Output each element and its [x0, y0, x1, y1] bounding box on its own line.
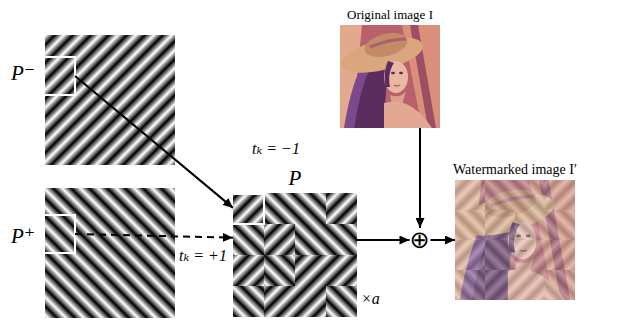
- image-label: P: [289, 166, 302, 191]
- image-label: Watermarked image I′: [453, 162, 577, 178]
- arrow-connector: [419, 128, 421, 228]
- arrow-connector: [75, 234, 233, 238]
- pattern-image: P: [233, 193, 357, 317]
- image-label: P⁺: [11, 224, 35, 249]
- edge-label: tₖ = +1: [177, 247, 229, 265]
- arrow-connector: [357, 239, 410, 241]
- image-label: Original image I: [347, 7, 433, 23]
- adder-symbol-text: ⊕: [410, 228, 430, 252]
- arrow-connector: [431, 239, 456, 241]
- edge-label: tₖ = −1: [250, 140, 302, 158]
- photo-image: Original image I: [340, 25, 440, 128]
- scale-factor: ×a: [361, 290, 380, 308]
- pattern-image: P⁻: [45, 35, 175, 165]
- adder-symbol: ⊕: [410, 228, 431, 252]
- image-label: P⁻: [11, 61, 35, 86]
- photo-image: Watermarked image I′: [455, 180, 575, 300]
- arrow-connector: [75, 76, 233, 208]
- pattern-image: P⁺: [45, 188, 175, 318]
